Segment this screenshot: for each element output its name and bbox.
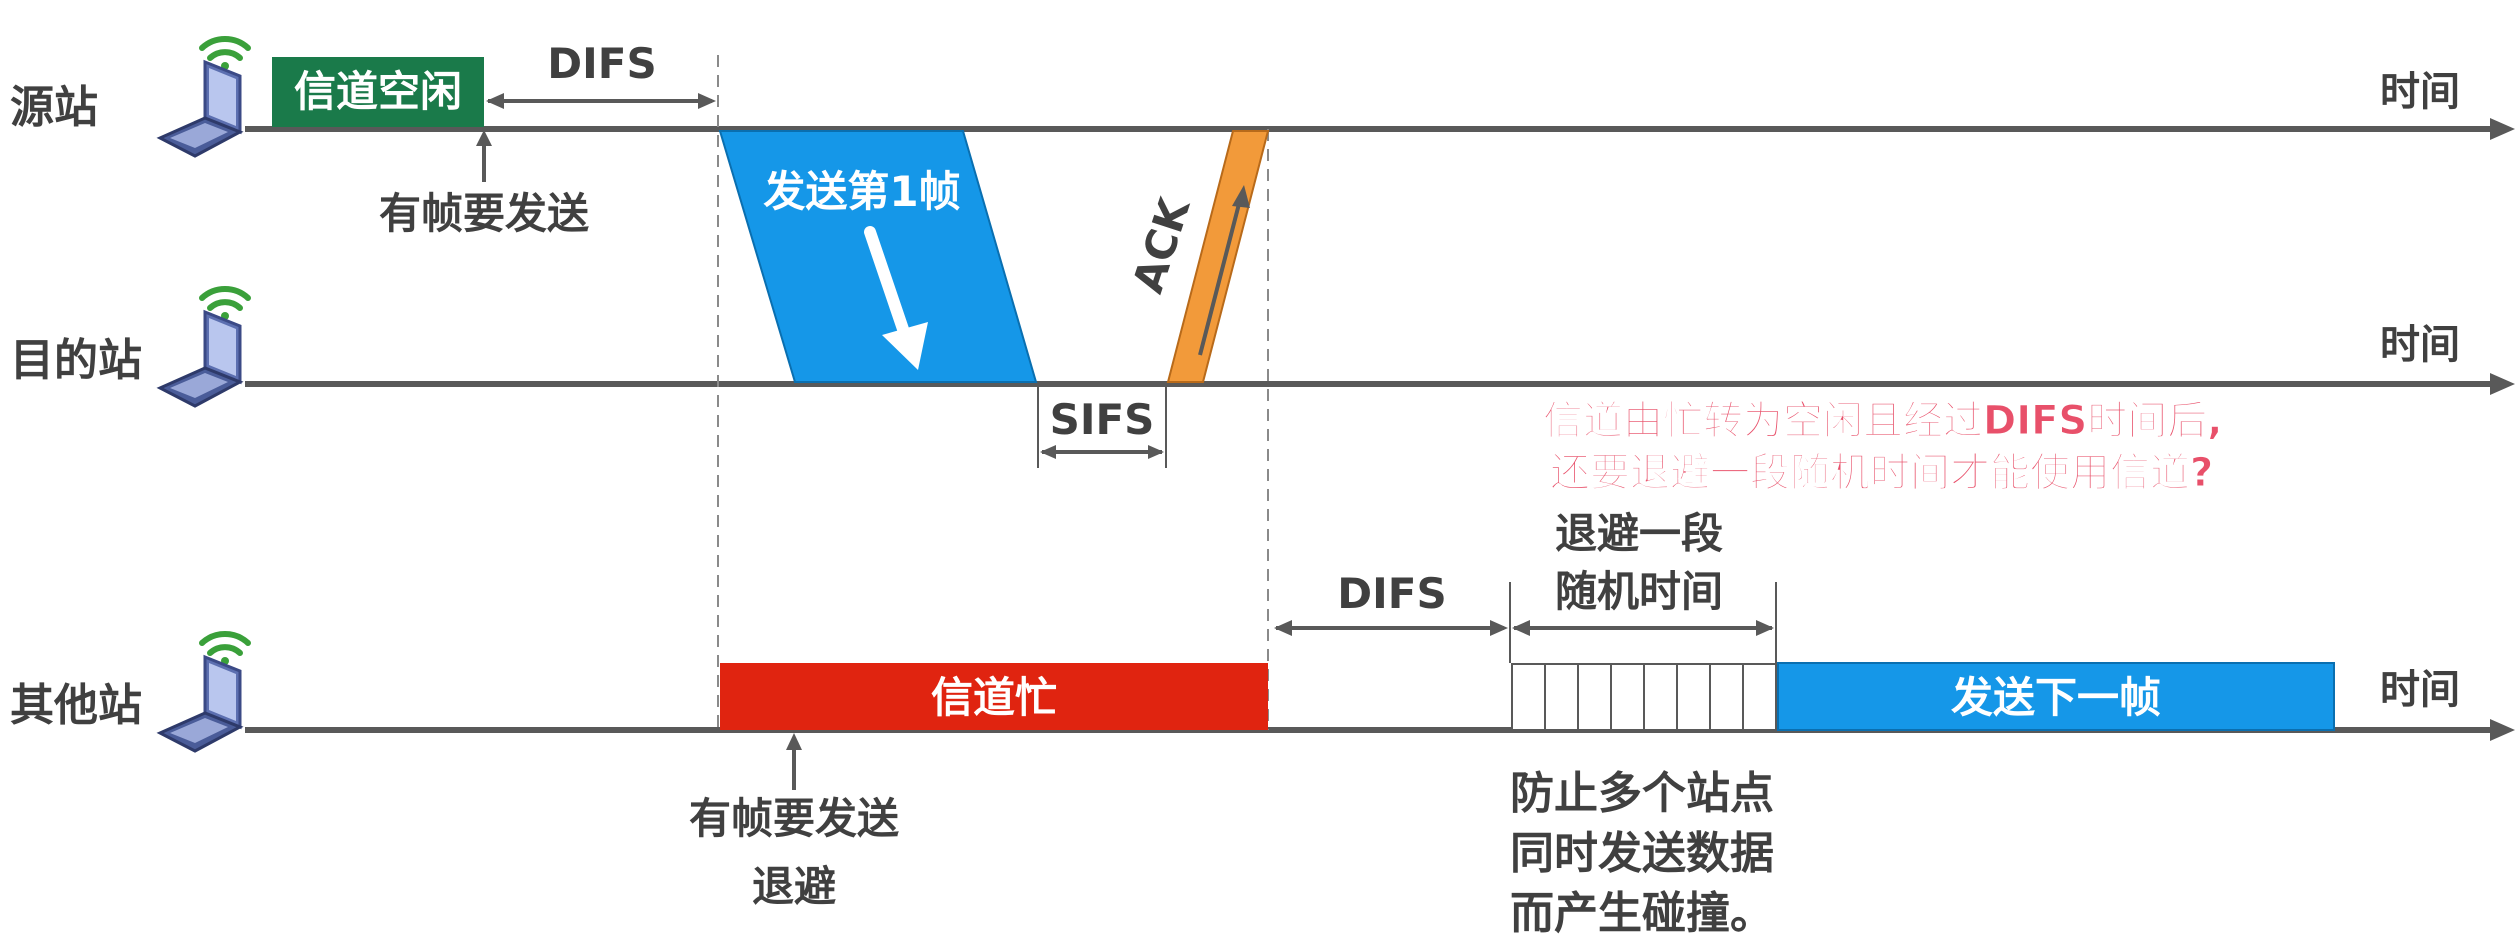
ack-direction-arrow (1198, 199, 1242, 356)
channel-busy-box (720, 663, 1268, 730)
sifs-label: SIFS (1050, 395, 1155, 444)
other-timeline-arrowhead (2490, 719, 2515, 741)
other-laptop-icon (156, 631, 251, 753)
next-frame-label: 发送下一帧 (1951, 673, 2161, 722)
source-want-send-arrowhead (476, 130, 492, 146)
backoff-arrow-left (1512, 620, 1530, 636)
channel-idle-label: 信道空闲 (294, 67, 462, 116)
reason-line-2: 同时发送数据 (1510, 828, 1774, 879)
frame-1-direction-arrowhead (882, 322, 928, 370)
other-difs-label: DIFS (1337, 569, 1446, 618)
source-difs-arrow-right (698, 93, 716, 109)
sifs-arrow-left (1040, 445, 1056, 459)
other-station-label: 其他站 (10, 680, 142, 731)
source-laptop-icon (156, 36, 251, 158)
backoff-slots (1511, 663, 1777, 731)
channel-idle-box (272, 57, 484, 127)
backoff-arrow-right (1756, 620, 1774, 636)
question-line-2: 还要退避一段随机时间才能使用信道? (1550, 450, 2213, 496)
source-difs-label: DIFS (547, 39, 656, 88)
channel-busy-label: 信道忙 (931, 673, 1057, 722)
sifs-arrow-right (1148, 445, 1164, 459)
source-station-label: 源站 (10, 82, 98, 133)
other-difs-arrow-right (1490, 620, 1508, 636)
backoff-label-line-2: 随机时间 (1555, 567, 1723, 616)
source-timeline-arrowhead (2490, 118, 2515, 140)
other-want-send-arrowhead (786, 733, 802, 750)
dest-station-label: 目的站 (10, 335, 142, 386)
reason-line-1: 防止多个站点 (1510, 768, 1774, 819)
source-want-send-label: 有帧要发送 (379, 189, 589, 238)
next-frame-box (1777, 662, 2335, 731)
source-difs-arrow-left (486, 93, 504, 109)
ack-label: ACK (1123, 191, 1200, 299)
other-time-label: 时间 (2380, 667, 2460, 713)
other-want-send-label: 有帧要发送 (689, 794, 899, 843)
other-difs-arrow-left (1274, 620, 1292, 636)
question-line-1: 信道由忙转为空闲且经过DIFS时间后, (1543, 398, 2222, 444)
dest-time-label: 时间 (2380, 322, 2460, 368)
ack-direction-arrowhead (1232, 185, 1250, 208)
backoff-label-line-1: 退避一段 (1555, 509, 1723, 558)
other-backoff-label: 退避 (752, 862, 836, 911)
reason-line-3: 而产生碰撞。 (1510, 888, 1774, 939)
dest-laptop-icon (156, 286, 251, 408)
source-time-label: 时间 (2380, 69, 2460, 115)
frame-1-label: 发送第1帧 (763, 167, 960, 216)
frame-1-direction-arrow (864, 226, 911, 341)
dest-timeline-arrowhead (2490, 373, 2515, 395)
